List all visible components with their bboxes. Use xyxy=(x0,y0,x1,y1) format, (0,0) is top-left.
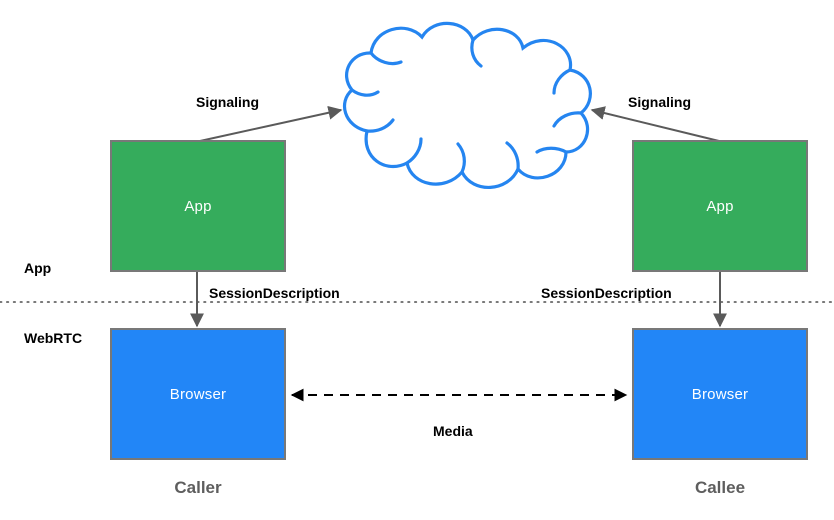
node-browser-callee-label: Browser xyxy=(691,385,749,403)
edge-label-signaling-callee: Signaling xyxy=(628,94,691,110)
role-label-callee: Callee xyxy=(694,478,746,497)
node-app-callee-label: App xyxy=(706,197,734,215)
signaling-arrow-callee xyxy=(590,106,720,142)
node-browser-caller-label: Browser xyxy=(169,385,227,403)
node-app-callee[interactable]: App xyxy=(632,140,808,272)
edge-label-sessiondescription-callee: SessionDescription xyxy=(541,285,672,301)
node-browser-caller[interactable]: Browser xyxy=(110,328,286,460)
signaling-arrow-caller xyxy=(199,105,343,142)
edge-label-media: Media xyxy=(433,423,473,439)
node-browser-callee[interactable]: Browser xyxy=(632,328,808,460)
edge-label-signaling-caller: Signaling xyxy=(196,94,259,110)
role-label-caller: Caller xyxy=(174,478,222,497)
layer-label-app: App xyxy=(24,260,52,276)
edge-label-sessiondescription-caller: SessionDescription xyxy=(209,285,340,301)
node-app-caller[interactable]: App xyxy=(110,140,286,272)
signaling-cloud-icon xyxy=(342,21,592,189)
node-app-caller-label: App xyxy=(184,197,212,215)
layer-label-webrtc: WebRTC xyxy=(24,330,83,346)
